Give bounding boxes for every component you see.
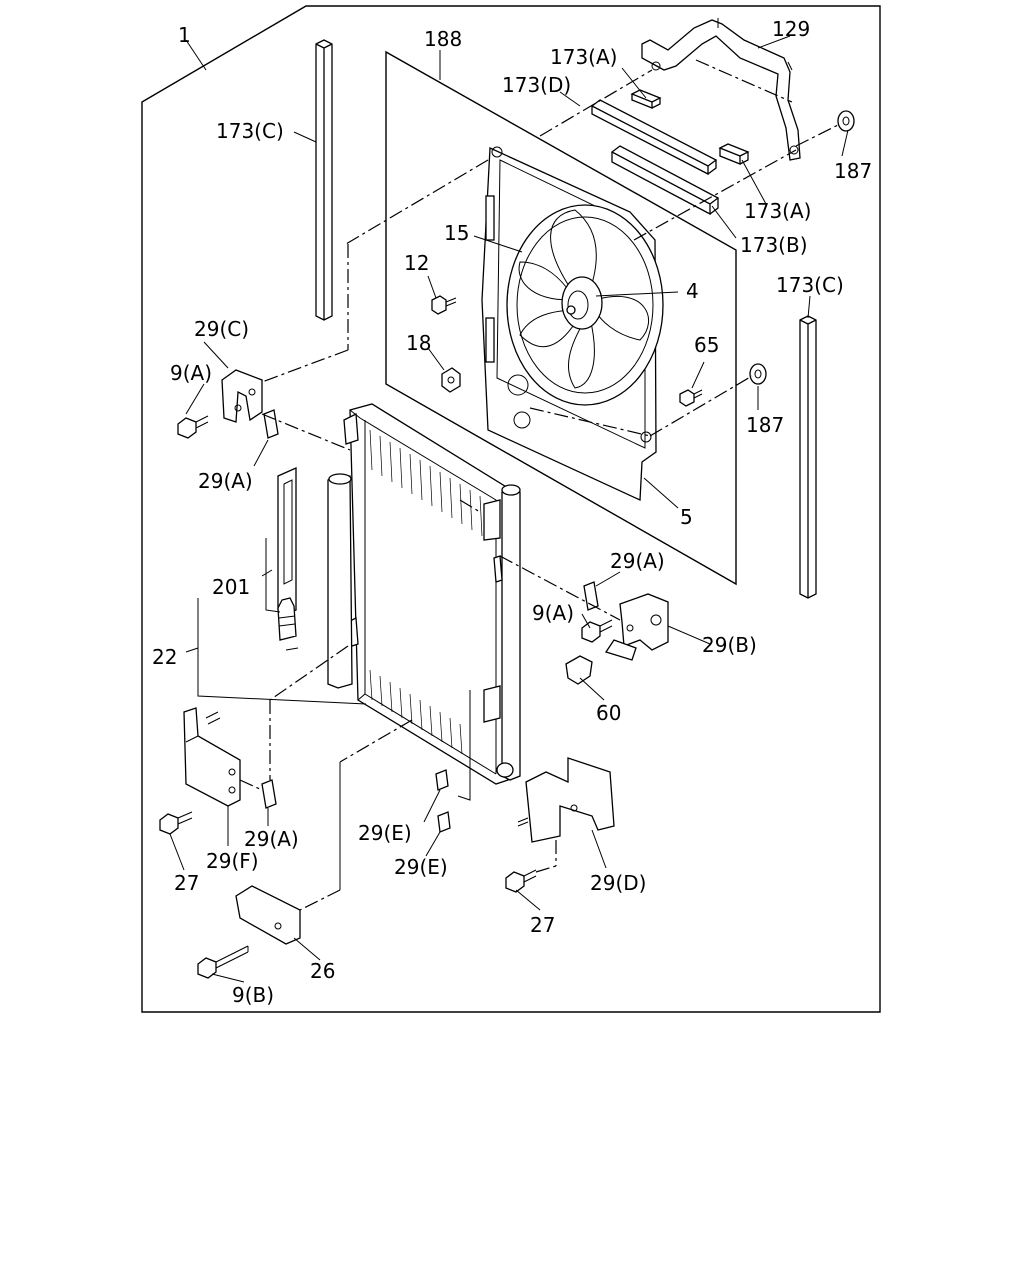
- label-4: 4: [686, 279, 699, 303]
- label-9b: 9(B): [232, 983, 274, 1007]
- shroud-plane: [385, 50, 737, 586]
- bolt-65: [679, 389, 703, 407]
- label-27-right: 27: [530, 913, 555, 937]
- shim-29a-left: [263, 409, 279, 439]
- label-22: 22: [152, 645, 177, 669]
- label-29f: 29(F): [206, 849, 259, 873]
- bracket-29f: [183, 707, 241, 807]
- label-201: 201: [212, 575, 250, 599]
- clip-29e-bot: [437, 811, 451, 833]
- label-173b: 173(B): [740, 233, 808, 257]
- nut-187-top: [837, 110, 855, 132]
- label-173c-right: 173(C): [776, 273, 844, 297]
- bracket-29b: [619, 593, 669, 651]
- callout-labels: 1 188 129 173(A) 173(D) 173(C) 187 173(A…: [152, 17, 872, 1007]
- seal-173c-right: [799, 315, 817, 599]
- label-173d: 173(D): [502, 73, 571, 97]
- label-29d: 29(D): [590, 871, 646, 895]
- label-9a-right: 9(A): [532, 601, 574, 625]
- alignment-lines: [239, 59, 841, 911]
- group-line-29e: [457, 690, 471, 801]
- label-129: 129: [772, 17, 810, 41]
- label-1: 1: [178, 23, 191, 47]
- label-173a-mid: 173(A): [744, 199, 811, 223]
- label-29e-bot: 29(E): [394, 855, 448, 879]
- clip-60: [565, 655, 593, 685]
- pad-173a-top: [630, 89, 662, 109]
- shim-29a-right: [583, 581, 599, 611]
- bolt-27-left: [159, 811, 193, 835]
- bolt-9b: [197, 945, 249, 979]
- bolt-9a-left: [177, 415, 209, 439]
- seal-173c-left: [315, 39, 333, 321]
- label-29a-low: 29(A): [244, 827, 299, 851]
- assembly-frame: [141, 5, 881, 1013]
- label-29c: 29(C): [194, 317, 249, 341]
- label-60: 60: [596, 701, 621, 725]
- nut-187-mid: [749, 363, 767, 385]
- nut-18: [441, 367, 461, 393]
- receiver-drier: [265, 466, 299, 651]
- label-9a-left: 9(A): [170, 361, 212, 385]
- label-187-mid: 187: [746, 413, 784, 437]
- bracket-29d: [525, 757, 615, 843]
- label-29a-left: 29(A): [198, 469, 253, 493]
- condenser: [327, 403, 521, 785]
- label-18: 18: [406, 331, 431, 355]
- label-26: 26: [310, 959, 335, 983]
- label-188: 188: [424, 27, 462, 51]
- shim-29a-low: [261, 779, 277, 809]
- label-29e-top: 29(E): [358, 821, 412, 845]
- bracket-129: [641, 19, 801, 161]
- group-line-22: [197, 598, 367, 705]
- fan: [506, 204, 664, 406]
- clip-60-tab: [604, 639, 637, 661]
- label-12: 12: [404, 251, 429, 275]
- label-173a-top: 173(A): [550, 45, 617, 69]
- bracket-26: [235, 885, 301, 945]
- clip-29e-top: [435, 769, 449, 791]
- label-187-top: 187: [834, 159, 872, 183]
- bolt-12: [431, 295, 457, 315]
- label-29a-right: 29(A): [610, 549, 665, 573]
- bracket-29c: [221, 369, 263, 423]
- pad-173a-mid: [718, 143, 750, 165]
- label-5: 5: [680, 505, 693, 529]
- seal-173d: [590, 99, 718, 176]
- label-65: 65: [694, 333, 719, 357]
- bolt-27-right: [505, 869, 537, 893]
- seal-173b: [610, 145, 720, 216]
- leader-lines: [169, 35, 849, 983]
- label-15: 15: [444, 221, 469, 245]
- label-27-left: 27: [174, 871, 199, 895]
- label-173c-left: 173(C): [216, 119, 284, 143]
- bolt-9a-right: [581, 619, 613, 643]
- label-29b: 29(B): [702, 633, 757, 657]
